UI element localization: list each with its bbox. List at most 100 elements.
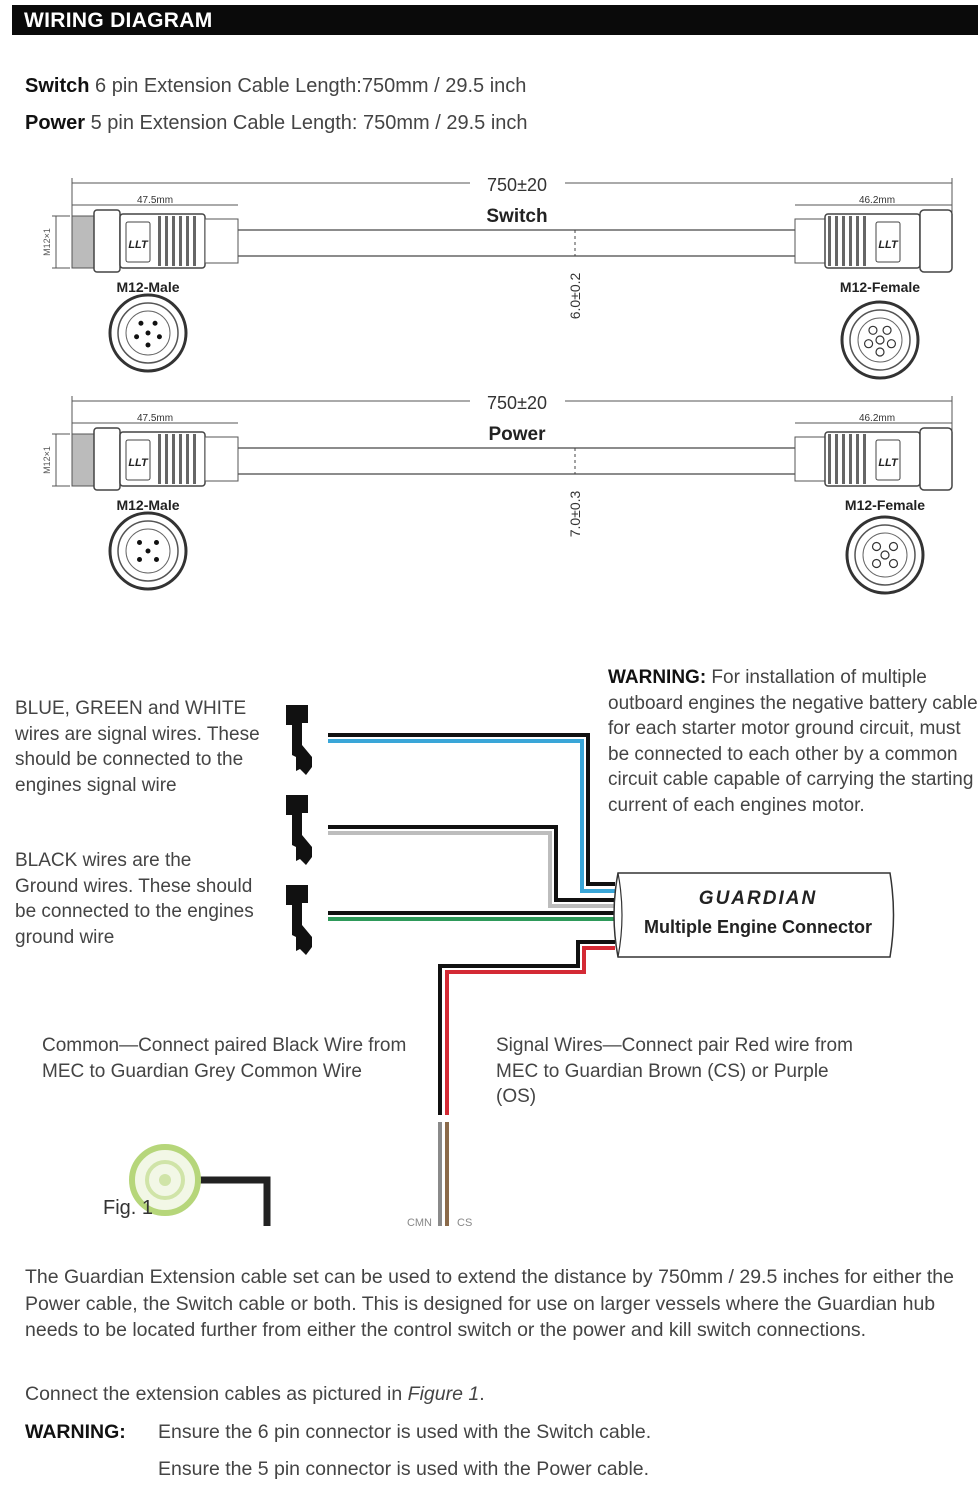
cmn-label: CMN <box>407 1217 432 1229</box>
pin <box>882 325 892 335</box>
m12-female-connector: LLT <box>794 427 953 491</box>
insert <box>125 310 171 356</box>
grip-rib <box>828 216 831 266</box>
pin <box>875 335 885 345</box>
diameter-label: 7.0±0.3 <box>567 490 583 537</box>
description-paragraph: The Guardian Extension cable set can be … <box>25 1266 954 1341</box>
strain-relief <box>204 218 239 264</box>
grip-rib <box>179 434 182 484</box>
pin <box>145 548 151 554</box>
m12-female-connector: LLT <box>794 209 953 273</box>
body <box>824 213 921 269</box>
nut <box>93 427 121 491</box>
logo: LLT <box>128 457 149 469</box>
page-title: WIRING DIAGRAM <box>24 9 213 32</box>
male-length-label: 47.5mm <box>137 413 173 424</box>
grip-rib <box>186 216 189 266</box>
thread-label: M12×1 <box>42 446 52 474</box>
dimension-line <box>71 396 953 443</box>
grip-rib <box>849 216 852 266</box>
female-label: M12-Female <box>845 497 925 513</box>
body <box>824 431 921 487</box>
pin <box>888 541 899 552</box>
pin <box>875 347 885 357</box>
coupling-nut <box>919 427 953 491</box>
logo-plate <box>875 221 901 263</box>
thread <box>71 215 95 269</box>
thread-label: M12×1 <box>42 228 52 256</box>
switch-spec: Switch 6 pin Extension Cable Length:750m… <box>25 75 527 97</box>
grip-rib <box>165 216 168 266</box>
grip-rib <box>863 216 866 266</box>
male-face <box>108 511 188 591</box>
insert <box>857 317 903 363</box>
pin <box>868 325 878 335</box>
grip-rib <box>828 434 831 484</box>
wire-black-common <box>438 940 615 1115</box>
female-label: M12-Female <box>840 279 920 295</box>
signal-wires-description: BLUE, GREEN and WHITE wires are signal w… <box>15 698 260 796</box>
grip-rib <box>842 216 845 266</box>
multiple-engine-connector: GUARDIAN Multiple Engine Connector <box>613 872 895 958</box>
female-length-label: 46.2mm <box>859 413 895 424</box>
outboard-motor-icon <box>286 795 312 865</box>
logo-plate <box>125 439 151 481</box>
thread <box>71 433 95 487</box>
common-note: Common—Connect paired Black Wire from ME… <box>42 1035 407 1082</box>
strain-relief <box>794 218 826 264</box>
pin <box>153 556 159 562</box>
cable-name: Power <box>488 424 546 445</box>
pin <box>145 330 151 336</box>
logo: LLT <box>878 457 899 469</box>
female-length-label: 46.2mm <box>859 195 895 206</box>
m12-male-connector: LLT <box>71 209 239 273</box>
grip-rib <box>856 216 859 266</box>
power-spec: Power 5 pin Extension Cable Length: 750m… <box>25 112 528 134</box>
logo: LLT <box>878 239 899 251</box>
outboard-motor-icon <box>286 885 312 955</box>
cs-label: CS <box>457 1217 472 1229</box>
strain-relief <box>794 436 826 482</box>
grip-rib <box>179 216 182 266</box>
grip-rib <box>165 434 168 484</box>
ground-wires-description: BLACK wires are the Ground wires. These … <box>15 850 254 948</box>
warning-note: WARNING: For installation of multiple ou… <box>608 667 978 816</box>
length-label: 750±20 <box>487 393 547 413</box>
connect-instruction: Connect the extension cables as pictured… <box>25 1383 485 1405</box>
grip-rib <box>856 434 859 484</box>
grip-rib <box>186 434 189 484</box>
pin <box>886 339 897 349</box>
pin <box>156 334 162 340</box>
header-bar: WIRING DIAGRAM <box>12 5 978 35</box>
dimension-line <box>71 178 953 225</box>
pin <box>153 540 159 546</box>
grip-rib <box>172 216 175 266</box>
insert <box>862 532 908 578</box>
pin <box>863 339 874 349</box>
wire-black-2 <box>328 825 615 902</box>
logo-plate <box>125 221 151 263</box>
box-title: Multiple Engine Connector <box>644 917 872 937</box>
fig-label: Fig. 1 <box>103 1197 153 1219</box>
wire-black-1 <box>328 733 615 886</box>
strain-relief <box>204 436 239 482</box>
pin <box>888 558 899 569</box>
nut <box>93 209 121 273</box>
grip-rib <box>193 434 196 484</box>
thread-dimension-line <box>52 433 70 487</box>
footer-warning-2: Ensure the 5 pin connector is used with … <box>158 1458 650 1480</box>
grip-rib <box>835 216 838 266</box>
pin <box>134 334 140 340</box>
diameter-label: 6.0±0.2 <box>567 272 583 319</box>
cable-name: Switch <box>486 206 547 227</box>
outboard-motor-icon <box>286 705 312 775</box>
cable-body <box>238 447 795 475</box>
male-length-label: 47.5mm <box>137 195 173 206</box>
pin <box>145 342 151 348</box>
wire-white <box>328 831 615 908</box>
insert <box>125 528 171 574</box>
logo: LLT <box>128 239 149 251</box>
pin <box>137 556 143 562</box>
